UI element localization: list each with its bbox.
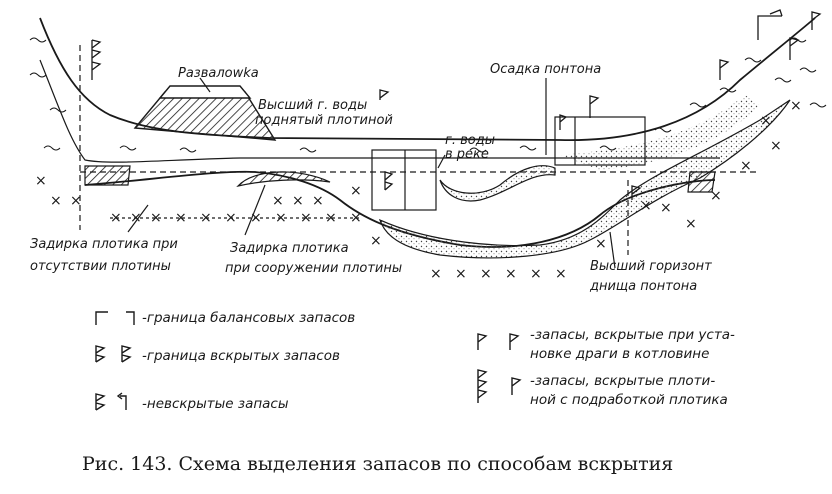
label-max-water-1: Высший г. воды — [258, 98, 367, 113]
label-scarp-dam-2: при сооружении плотины — [225, 261, 402, 276]
label-pontoon-bottom-2: днища понтона — [589, 279, 697, 294]
legend-symbols — [95, 311, 522, 411]
svg-text:×: × — [272, 193, 284, 209]
label-scarp-dam-1: Задирка плотика — [230, 241, 349, 256]
legend-dam-reserves-1: -запасы, вскрытые плоти- — [530, 373, 715, 389]
label-scarp-no-dam-1: Задирка плотика при — [30, 237, 178, 252]
bedrock-x-marks: × × × × × × × × × × × × × × × × × × × × … — [35, 98, 802, 282]
label-razvalovka: Развалowka — [178, 66, 259, 81]
left-bedrock-hatched — [84, 165, 131, 186]
label-leaders — [127, 77, 616, 269]
svg-text:×: × — [555, 266, 567, 282]
svg-text:×: × — [35, 173, 47, 189]
label-river-level-2: в реке — [445, 147, 489, 162]
svg-text:×: × — [660, 200, 672, 216]
legend-symbol-unopened — [95, 392, 127, 411]
pontoon-frame — [554, 116, 646, 166]
legend-dam-reserves-2: ной с подработкой плотика — [530, 392, 728, 408]
svg-text:×: × — [530, 266, 542, 282]
legend-symbol-opened — [95, 345, 132, 363]
legend-symbol-dredge — [477, 333, 520, 350]
svg-text:×: × — [790, 98, 802, 114]
svg-text:×: × — [505, 266, 517, 282]
label-pontoon-bottom-1: Высший горизонт — [590, 259, 712, 274]
svg-text:×: × — [455, 266, 467, 282]
svg-text:×: × — [250, 210, 262, 226]
svg-text:×: × — [595, 236, 607, 252]
svg-text:×: × — [370, 233, 382, 249]
svg-text:×: × — [740, 158, 752, 174]
label-river-level-1: г. воды — [445, 133, 495, 148]
label-scarp-no-dam-2: отсутствии плотины — [30, 259, 171, 274]
svg-text:×: × — [350, 210, 362, 226]
svg-text:×: × — [130, 210, 142, 226]
right-gravel-band — [560, 95, 760, 170]
label-max-water-2: поднятый плотиной — [255, 113, 393, 128]
legend-opened-reserves: -граница вскрытых запасов — [142, 348, 340, 364]
svg-text:×: × — [325, 210, 337, 226]
pit-bottom-dotted — [439, 165, 556, 202]
dump-top-cap — [158, 85, 252, 99]
svg-text:×: × — [480, 266, 492, 282]
svg-text:×: × — [175, 210, 187, 226]
gravel-layer — [378, 99, 791, 259]
svg-text:×: × — [292, 193, 304, 209]
svg-text:×: × — [50, 193, 62, 209]
svg-text:×: × — [312, 193, 324, 209]
svg-text:×: × — [70, 193, 82, 209]
svg-text:×: × — [760, 113, 772, 129]
label-pontoon-draft: Осадка понтона — [490, 62, 601, 77]
dump-hatched-area — [133, 91, 277, 141]
flag-markers — [91, 9, 822, 200]
svg-text:×: × — [350, 183, 362, 199]
legend-symbol-balance — [95, 311, 135, 325]
right-bedrock-hatched — [687, 171, 716, 193]
svg-text:×: × — [225, 210, 237, 226]
svg-text:×: × — [275, 210, 287, 226]
svg-text:×: × — [200, 210, 212, 226]
svg-text:×: × — [770, 138, 782, 154]
legend-dredge-reserves-2: новке драги в котловине — [530, 346, 709, 362]
svg-text:×: × — [110, 210, 122, 226]
svg-text:×: × — [430, 266, 442, 282]
legend-dredge-reserves-1: -запасы, вскрытые при уста- — [530, 327, 735, 343]
svg-text:×: × — [685, 216, 697, 232]
figure-caption: Рис. 143. Схема выделения запасов по спо… — [82, 453, 673, 475]
bedrock-lens-hatched — [236, 171, 331, 188]
dam-pit-frame — [371, 149, 437, 211]
svg-text:×: × — [300, 210, 312, 226]
legend-unopened-reserves: -невскрытые запасы — [142, 396, 289, 412]
svg-text:×: × — [640, 198, 652, 214]
legend-balance-reserves: -граница балансовых запасов — [142, 310, 355, 326]
water-signs — [29, 37, 827, 153]
svg-text:×: × — [710, 188, 722, 204]
legend-symbol-dam — [477, 369, 522, 403]
valley-surface-line — [39, 17, 816, 141]
svg-text:×: × — [150, 210, 162, 226]
left-slope-line — [39, 59, 241, 163]
